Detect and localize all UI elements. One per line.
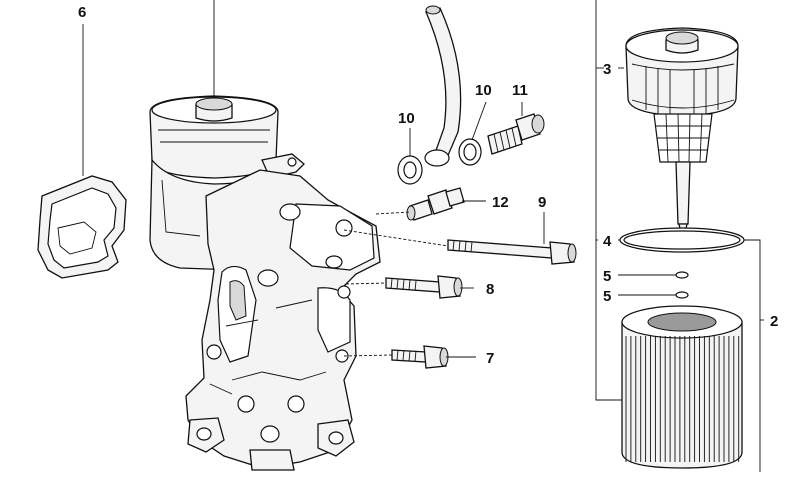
oil-filter-housing <box>149 95 381 471</box>
callout-9: 9 <box>538 194 546 211</box>
callout-7: 7 <box>486 350 494 367</box>
bolt-part-9 <box>447 239 577 265</box>
callout-6: 6 <box>78 4 86 21</box>
small-o-rings-part-5 <box>675 271 689 299</box>
callout-4: 4 <box>603 233 612 250</box>
callout-labels: 6 10 10 11 12 9 8 7 3 4 5 5 2 <box>78 4 778 367</box>
filter-pleats <box>625 336 740 462</box>
callout-10-right: 10 <box>475 82 492 99</box>
callout-2: 2 <box>770 313 778 330</box>
gasket-part-6 <box>37 175 127 279</box>
filter-element-part-2 <box>621 305 743 469</box>
sensor-part-12 <box>406 187 465 221</box>
callout-3: 3 <box>603 61 611 78</box>
callout-8: 8 <box>486 281 494 298</box>
callout-5-lower: 5 <box>603 288 611 305</box>
bolt-part-8 <box>385 275 463 299</box>
sealing-ring-part-10-left <box>397 155 423 185</box>
banjo-bolt-part-11 <box>487 113 545 155</box>
o-ring-part-4 <box>619 227 745 253</box>
oil-return-pipe <box>424 5 462 167</box>
callout-5-upper: 5 <box>603 268 611 285</box>
callout-10-left: 10 <box>398 110 415 127</box>
sealing-ring-part-10-right <box>458 138 482 166</box>
callout-12: 12 <box>492 194 509 211</box>
leader-lines <box>82 0 764 472</box>
callout-11: 11 <box>512 82 528 99</box>
filter-cap-part-3 <box>625 27 739 243</box>
bolt-part-7 <box>391 345 449 369</box>
